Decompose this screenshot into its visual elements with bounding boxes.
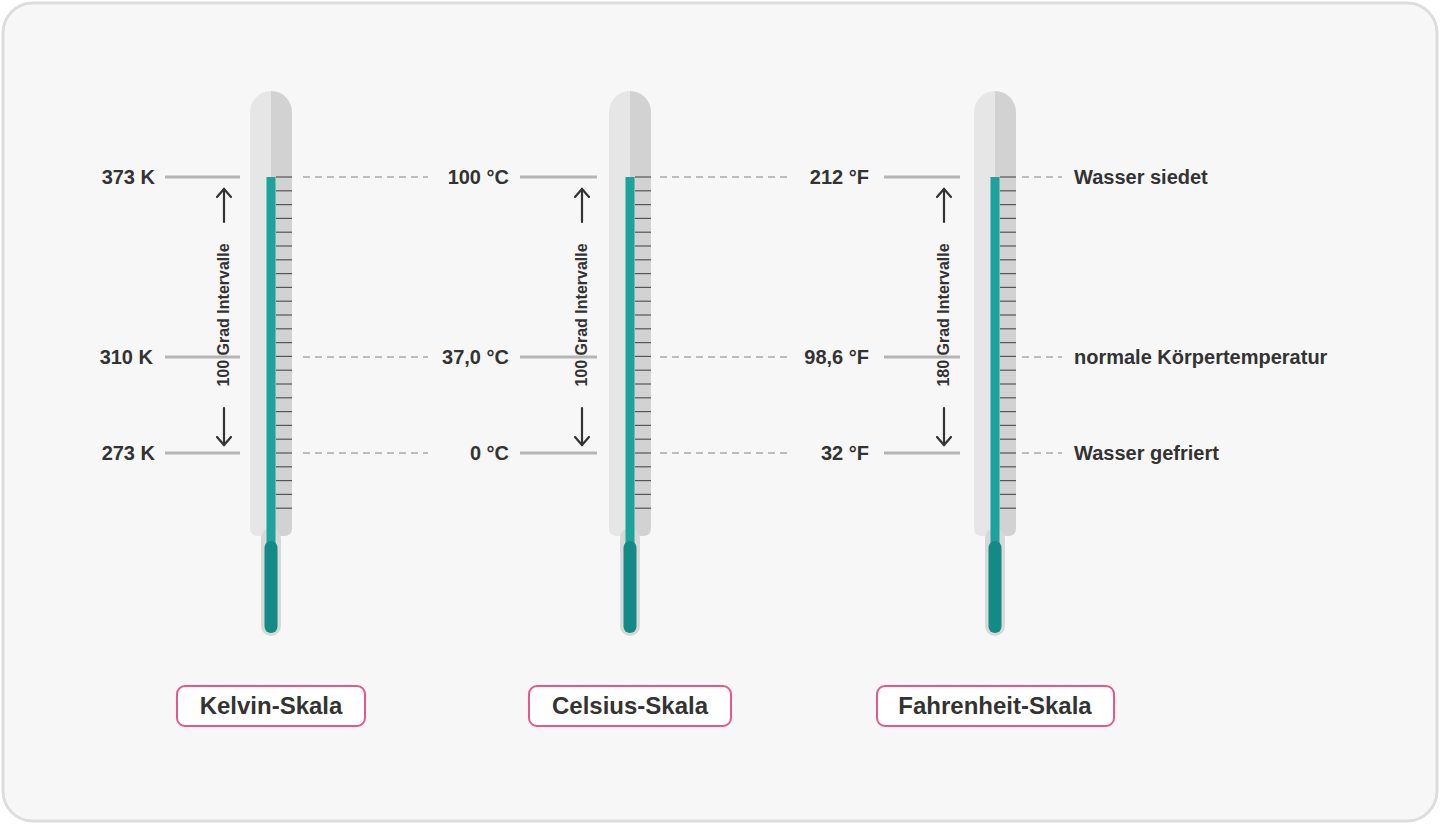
scale-value: 32 °F: [821, 442, 869, 464]
thermometer: [974, 91, 1016, 636]
scale-name: Fahrenheit-Skala: [898, 693, 1091, 719]
dashed-leader: [1022, 452, 1062, 454]
dashed-leader: [303, 452, 428, 454]
scale-value: 100 °C: [448, 166, 509, 188]
level-line: [520, 176, 597, 179]
level-line: [884, 176, 960, 179]
scale-name-box: Celsius-Skala: [528, 685, 732, 727]
thermometer: [609, 91, 651, 636]
scale-value: 310 K: [100, 346, 153, 368]
thermometer: [250, 91, 292, 636]
interval-label: 180 Grad Intervalle: [935, 243, 953, 386]
scale-value: 212 °F: [810, 166, 869, 188]
dashed-leader: [1022, 176, 1062, 178]
level-line: [520, 452, 597, 455]
level-line: [884, 452, 960, 455]
dashed-leader: [1022, 356, 1062, 358]
level-line: [165, 452, 240, 455]
level-line: [165, 176, 240, 179]
scale-name-box: Kelvin-Skala: [176, 685, 366, 727]
reference-note: Wasser gefriert: [1074, 442, 1219, 464]
interval-label: 100 Grad Intervalle: [573, 243, 591, 386]
scale-value: 37,0 °C: [442, 346, 509, 368]
dashed-leader: [660, 356, 787, 358]
scale-value: 98,6 °F: [804, 346, 869, 368]
interval-label: 100 Grad Intervalle: [215, 243, 233, 386]
dashed-leader: [303, 176, 428, 178]
dashed-leader: [660, 452, 787, 454]
scale-name-box: Fahrenheit-Skala: [876, 685, 1115, 727]
dashed-leader: [660, 176, 787, 178]
scale-value: 0 °C: [470, 442, 509, 464]
reference-note: normale Körpertemperatur: [1074, 346, 1327, 368]
scale-value: 273 K: [102, 442, 155, 464]
card-background: [3, 3, 1437, 821]
reference-note: Wasser siedet: [1074, 166, 1208, 188]
dashed-leader: [303, 356, 428, 358]
scale-name: Kelvin-Skala: [200, 693, 343, 719]
scale-value: 373 K: [102, 166, 155, 188]
scale-name: Celsius-Skala: [552, 693, 708, 719]
